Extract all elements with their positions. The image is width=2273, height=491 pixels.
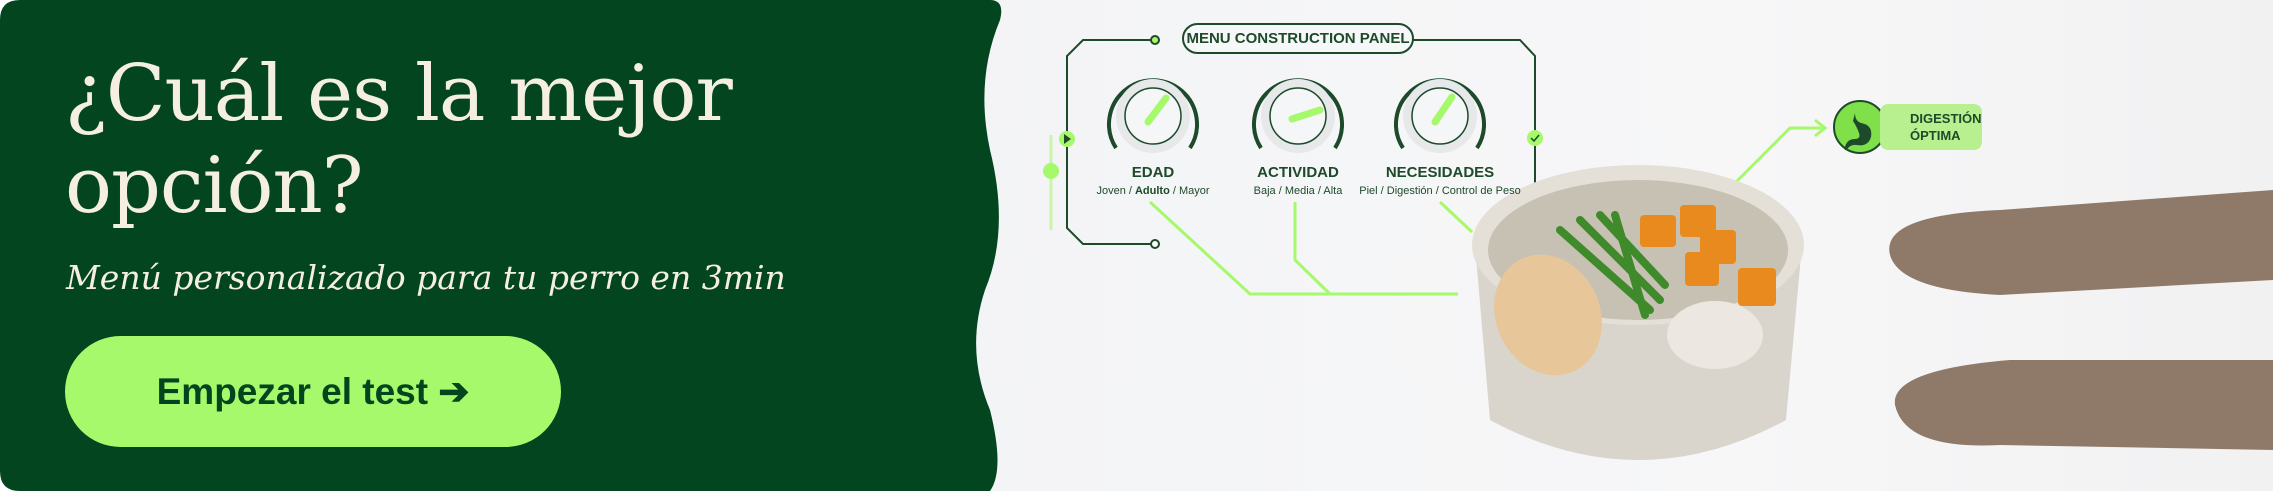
knob-name: ACTIVIDAD [1257,164,1339,181]
knob-edad [1107,78,1199,153]
check-icon [1527,130,1543,146]
arrow-right-icon: ➔ [438,371,470,412]
digestion-badge: DIGESTIÓN ÓPTIMA [1880,104,1982,150]
selected-option: Adulto [1134,185,1170,197]
knob-actividad [1252,78,1344,153]
panel-title: MENU CONSTRUCTION PANEL [1182,23,1414,54]
knob-options: Piel / Digestión / Control de Peso [1359,185,1521,197]
dog-paws [1889,190,2273,450]
knob-name: NECESIDADES [1385,164,1495,181]
badge-line2: ÓPTIMA [1910,128,1961,143]
knob-options: Baja / Media / Alta [1253,185,1343,197]
knob-name: EDAD [1131,164,1175,181]
knob-options: Joven / Adulto / Mayor [1096,185,1210,197]
start-test-button[interactable]: Empezar el test ➔ [65,336,561,447]
badge-line1: DIGESTIÓN [1910,111,1982,126]
knob-necesidades [1394,78,1486,153]
knob-label-edad: EDAD Joven / Adulto / Mayor [1043,164,1263,197]
hero-subtitle: Menú personalizado para tu perro en 3min [66,258,786,297]
connector-lines [1148,118,1828,296]
button-label: Empezar el test [156,370,429,412]
food-bowl [1472,165,1804,460]
knob-label-necesidades: NECESIDADES Piel / Digestión / Control d… [1330,164,1550,197]
knob-label-actividad: ACTIVIDAD Baja / Media / Alta [1188,164,1408,197]
